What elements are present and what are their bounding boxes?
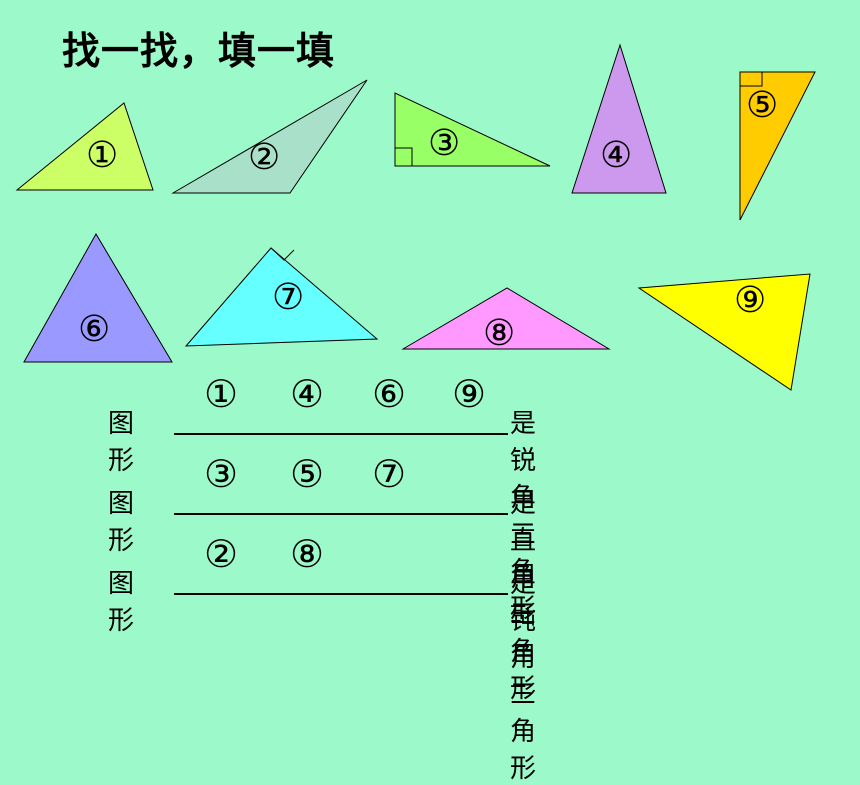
answer-item: ②	[204, 532, 239, 576]
triangle-label-5: ⑤	[746, 85, 779, 126]
right-angle-mark-7	[270, 247, 295, 261]
triangle-2	[171, 79, 368, 194]
fill-blank-line	[174, 593, 508, 595]
answer-item: ①	[204, 372, 239, 416]
triangle-7	[184, 247, 379, 347]
row-suffix: 是锐角三角形	[510, 409, 537, 624]
triangle-label-6: ⑥	[78, 309, 111, 350]
triangle-label-2: ②	[248, 137, 281, 178]
triangle-3	[394, 92, 551, 167]
triangle-label-9: ⑨	[734, 280, 767, 321]
page-title: 找一找，填一填	[62, 29, 336, 73]
row-prefix: 图形	[108, 409, 135, 476]
row-prefix: 图形	[108, 569, 135, 636]
triangle-9	[637, 273, 811, 391]
row-prefix: 图形	[108, 489, 135, 556]
triangle-6	[23, 233, 173, 363]
right-angle-mark-5	[740, 72, 763, 87]
triangle-4	[571, 43, 667, 194]
answer-item: ⑨	[452, 372, 487, 416]
fill-blank-line	[174, 433, 508, 435]
triangle-label-7: ⑦	[272, 277, 305, 318]
triangle-8	[401, 287, 611, 350]
row-suffix: 是钝角三角形	[510, 569, 537, 784]
triangle-label-1: ①	[86, 135, 119, 176]
answer-item: ⑦	[372, 452, 407, 496]
answer-item: ③	[204, 452, 239, 496]
triangle-label-3: ③	[428, 123, 461, 164]
triangle-label-8: ⑧	[483, 313, 516, 354]
answer-item: ④	[290, 372, 325, 416]
triangle-label-4: ④	[600, 135, 633, 176]
answer-item: ⑧	[290, 532, 325, 576]
triangle-5	[739, 71, 816, 221]
triangles-figure	[15, 43, 816, 391]
answer-item: ⑥	[372, 372, 407, 416]
answer-item: ⑤	[290, 452, 325, 496]
fill-blank-line	[174, 513, 508, 515]
right-angle-mark-3	[395, 147, 413, 166]
triangle-1	[15, 102, 154, 191]
